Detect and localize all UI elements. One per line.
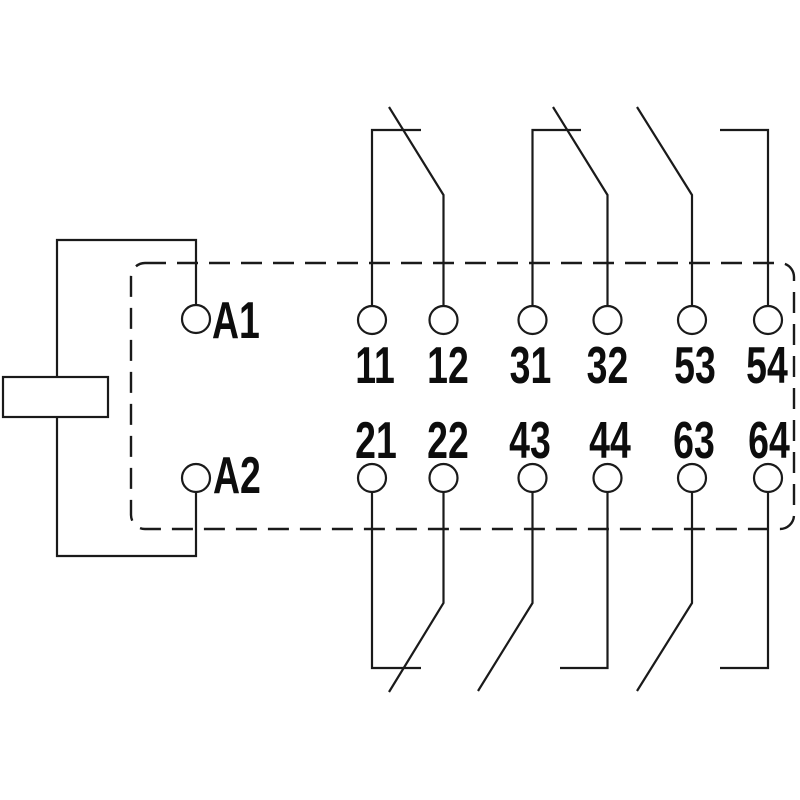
movable-blade-63 <box>636 492 694 692</box>
contact-43-44-no <box>477 492 609 692</box>
terminal-circle-53 <box>676 304 708 336</box>
terminal-label-12: 12 <box>427 336 469 395</box>
fixed-contact-11 <box>370 128 421 306</box>
fixed-contact-21 <box>370 492 421 670</box>
movable-blade-53 <box>636 106 694 306</box>
terminal-circle-a2 <box>180 462 212 494</box>
terminal-circle-12 <box>428 304 459 336</box>
terminal-label-a2: A2 <box>213 446 261 505</box>
terminal-circle-a1 <box>180 303 212 335</box>
terminal-circle-64 <box>752 462 784 494</box>
terminal-circle-21 <box>356 462 388 494</box>
terminal-circle-43 <box>517 462 548 494</box>
terminal-label-21: 21 <box>355 411 397 470</box>
terminal-label-63: 63 <box>673 411 715 470</box>
terminal-label-44: 44 <box>589 411 631 470</box>
contact-31-32-nc <box>531 106 609 306</box>
terminal-label-11: 11 <box>355 336 395 395</box>
coil-wire-to-a2 <box>55 417 198 558</box>
terminal-label-a1: A1 <box>212 291 260 350</box>
terminal-circle-31 <box>517 304 548 336</box>
coil-symbol <box>1 375 110 419</box>
terminal-label-53: 53 <box>674 336 716 395</box>
movable-blade-43 <box>477 492 534 692</box>
fixed-contact-64 <box>720 492 770 670</box>
contact-11-12-nc <box>370 106 445 306</box>
terminal-circle-11 <box>356 304 388 336</box>
fixed-contact-54 <box>720 128 770 306</box>
coil-wire-to-a1 <box>55 238 198 377</box>
terminal-label-22: 22 <box>427 411 469 470</box>
terminal-label-43: 43 <box>509 411 551 470</box>
terminal-circle-32 <box>592 304 623 336</box>
terminal-label-64: 64 <box>748 411 790 470</box>
terminal-circle-22 <box>428 462 459 494</box>
terminal-label-54: 54 <box>746 336 788 395</box>
movable-blade-32 <box>552 106 609 306</box>
terminal-circle-54 <box>752 304 784 336</box>
terminal-circle-63 <box>676 462 708 494</box>
terminal-label-31: 31 <box>510 336 552 395</box>
fixed-contact-44 <box>560 492 609 670</box>
terminal-circle-44 <box>592 462 623 494</box>
movable-blade-12 <box>388 106 445 306</box>
contact-21-22-nc <box>370 492 445 693</box>
contact-63-64-no <box>636 492 770 692</box>
contact-53-54-no <box>636 106 770 306</box>
fixed-contact-31 <box>531 128 581 306</box>
coil-circuit <box>1 238 198 558</box>
terminal-label-32: 32 <box>587 336 629 395</box>
relay-body-dashed-outline <box>129 261 796 531</box>
movable-blade-22 <box>388 492 445 693</box>
